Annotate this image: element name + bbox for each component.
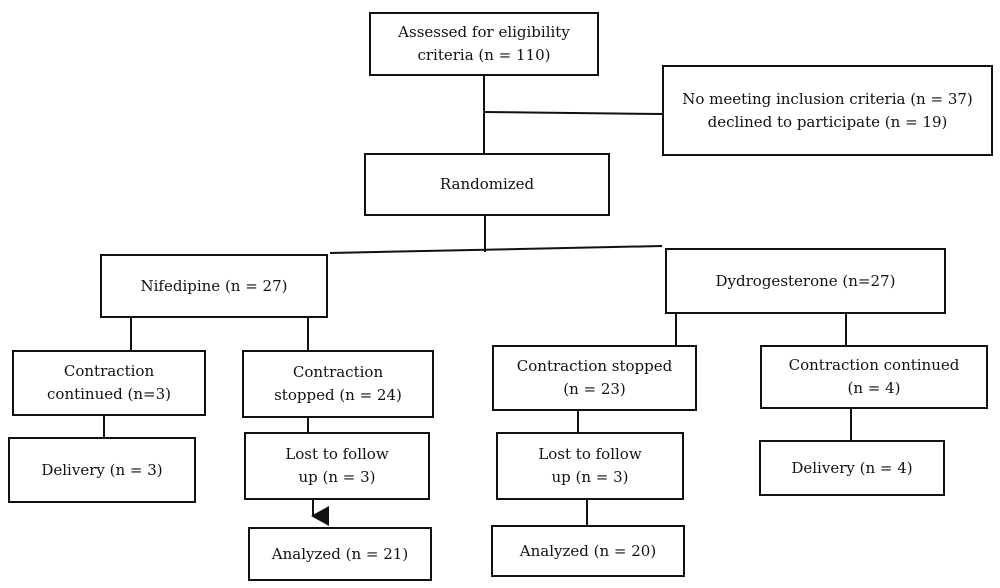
dyd-stopped-box: Contraction stopped (n = 23)	[492, 345, 697, 411]
dyd-stopped-label: Contraction stopped (n = 23)	[516, 357, 673, 398]
dyd-continued-label: Contraction continued (n = 4)	[788, 356, 960, 397]
randomized-label: Randomized	[439, 175, 535, 193]
eligibility-label: Assessed for eligibility criteria (n = 1…	[398, 23, 570, 64]
nif-continued-label: Contraction continued (n=3)	[47, 362, 171, 403]
dyd-analyzed-label: Analyzed (n = 20)	[519, 541, 657, 560]
connector-allocation-split	[329, 245, 663, 254]
dyd-analyzed-box: Analyzed (n = 20)	[491, 525, 685, 577]
nif-analyzed-box: Analyzed (n = 21)	[248, 527, 432, 581]
dyd-lost-box: Lost to follow up (n = 3)	[496, 432, 684, 500]
eligibility-box: Assessed for eligibility criteria (n = 1…	[369, 12, 599, 76]
dydrogesterone-arm-box: Dydrogesterone (n=27)	[665, 248, 946, 314]
dyd-continued-box: Contraction continued (n = 4)	[760, 345, 988, 409]
nif-lost-box: Lost to follow up (n = 3)	[244, 432, 430, 500]
nifedipine-arm-label: Nifedipine (n = 27)	[140, 276, 288, 295]
dyd-lost-label: Lost to follow up (n = 3)	[538, 445, 642, 486]
nif-delivery-box: Delivery (n = 3)	[8, 437, 196, 503]
nifedipine-arm-box: Nifedipine (n = 27)	[100, 254, 328, 318]
exclusion-box: No meeting inclusion criteria (n = 37) d…	[662, 65, 993, 156]
nif-analyzed-label: Analyzed (n = 21)	[271, 544, 409, 563]
connector-exclusion-branch	[483, 111, 663, 115]
nif-stopped-label: Contraction stopped (n = 24)	[274, 363, 402, 404]
dydrogesterone-arm-label: Dydrogesterone (n=27)	[715, 271, 896, 290]
dyd-delivery-box: Delivery (n = 4)	[759, 440, 945, 496]
nif-stopped-box: Contraction stopped (n = 24)	[242, 350, 434, 418]
nif-delivery-label: Delivery (n = 3)	[41, 460, 163, 479]
nif-continued-box: Contraction continued (n=3)	[12, 350, 206, 416]
nif-lost-label: Lost to follow up (n = 3)	[285, 445, 389, 486]
exclusion-label: No meeting inclusion criteria (n = 37) d…	[682, 89, 973, 131]
randomized-box: Randomized	[364, 153, 610, 216]
dyd-delivery-label: Delivery (n = 4)	[791, 458, 913, 477]
